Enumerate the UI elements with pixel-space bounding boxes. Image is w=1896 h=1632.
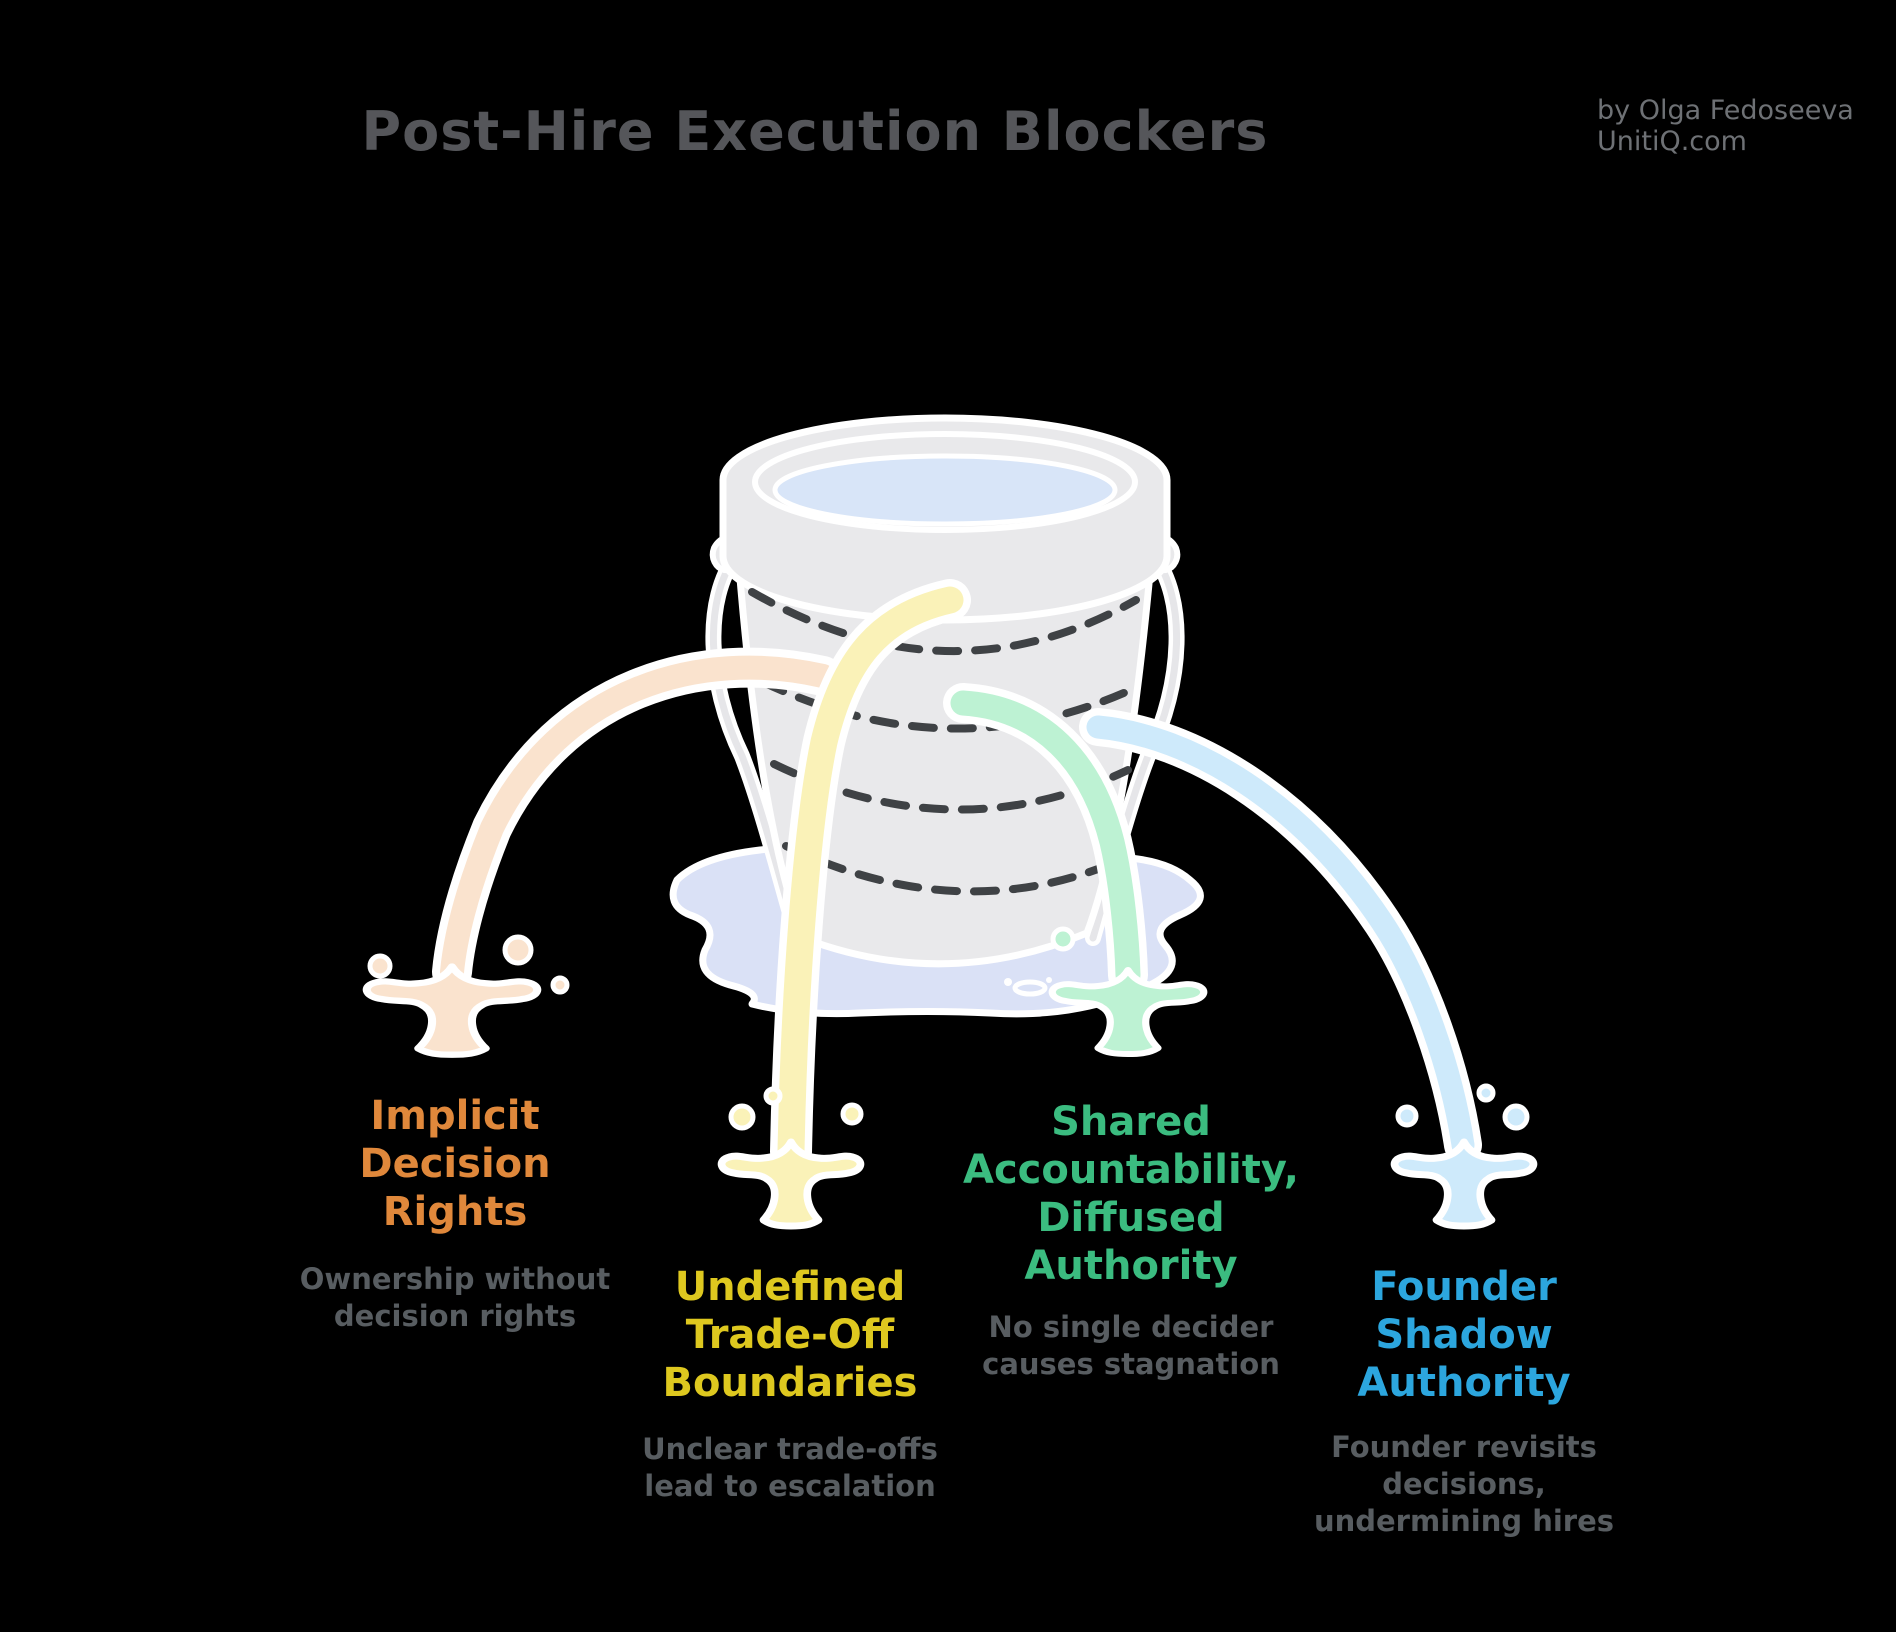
blocker-shared-accountability: Shared Accountability, Diffused Authorit… xyxy=(951,1098,1311,1290)
splash-founder xyxy=(1395,1142,1534,1226)
byline-author: by Olga Fedoseeva xyxy=(1597,95,1854,126)
bucket-water xyxy=(772,453,1118,527)
droplets-founder xyxy=(1395,1083,1530,1131)
leak-stream-shared xyxy=(943,683,1148,995)
blocker-title: Undefined Trade-Off Boundaries xyxy=(662,1264,918,1406)
blocker-title: Implicit Decision Rights xyxy=(359,1093,551,1235)
splash-implicit xyxy=(367,967,537,1055)
leak-stream-founder xyxy=(1079,708,1482,1164)
droplets-tradeoff xyxy=(728,1086,864,1131)
leak-stream-implicit xyxy=(432,647,843,992)
droplet-icon xyxy=(1050,926,1076,952)
blocker-tradeoff-description: Unclear trade-offs lead to escalation xyxy=(642,1432,938,1503)
blocker-implicit-description: Ownership without decision rights xyxy=(299,1262,611,1333)
blocker-implicit-decision-rights: Implicit Decision Rights xyxy=(275,1092,635,1236)
blocker-shared-description: No single decider causes stagnation xyxy=(982,1310,1280,1381)
leak-stream-tradeoff xyxy=(770,579,971,1173)
splash-tradeoff xyxy=(722,1142,861,1226)
blocker-title: Shared Accountability, Diffused Authorit… xyxy=(963,1099,1299,1289)
blocker-undefined-trade-off-boundaries: Undefined Trade-Off Boundaries xyxy=(610,1263,970,1407)
droplets-implicit xyxy=(367,934,570,995)
bucket-handle-left xyxy=(705,548,805,946)
blocker-title: Founder Shadow Authority xyxy=(1357,1264,1571,1406)
byline: by Olga Fedoseeva UnitiQ.com xyxy=(1597,95,1854,157)
page-title: Post-Hire Execution Blockers xyxy=(361,100,1269,163)
byline-site: UnitiQ.com xyxy=(1597,126,1747,157)
blocker-founder-shadow-authority: Founder Shadow Authority xyxy=(1284,1263,1644,1407)
blocker-founder-description: Founder revisits decisions, undermining … xyxy=(1313,1430,1615,1538)
mini-splash-icon xyxy=(1004,977,1052,997)
